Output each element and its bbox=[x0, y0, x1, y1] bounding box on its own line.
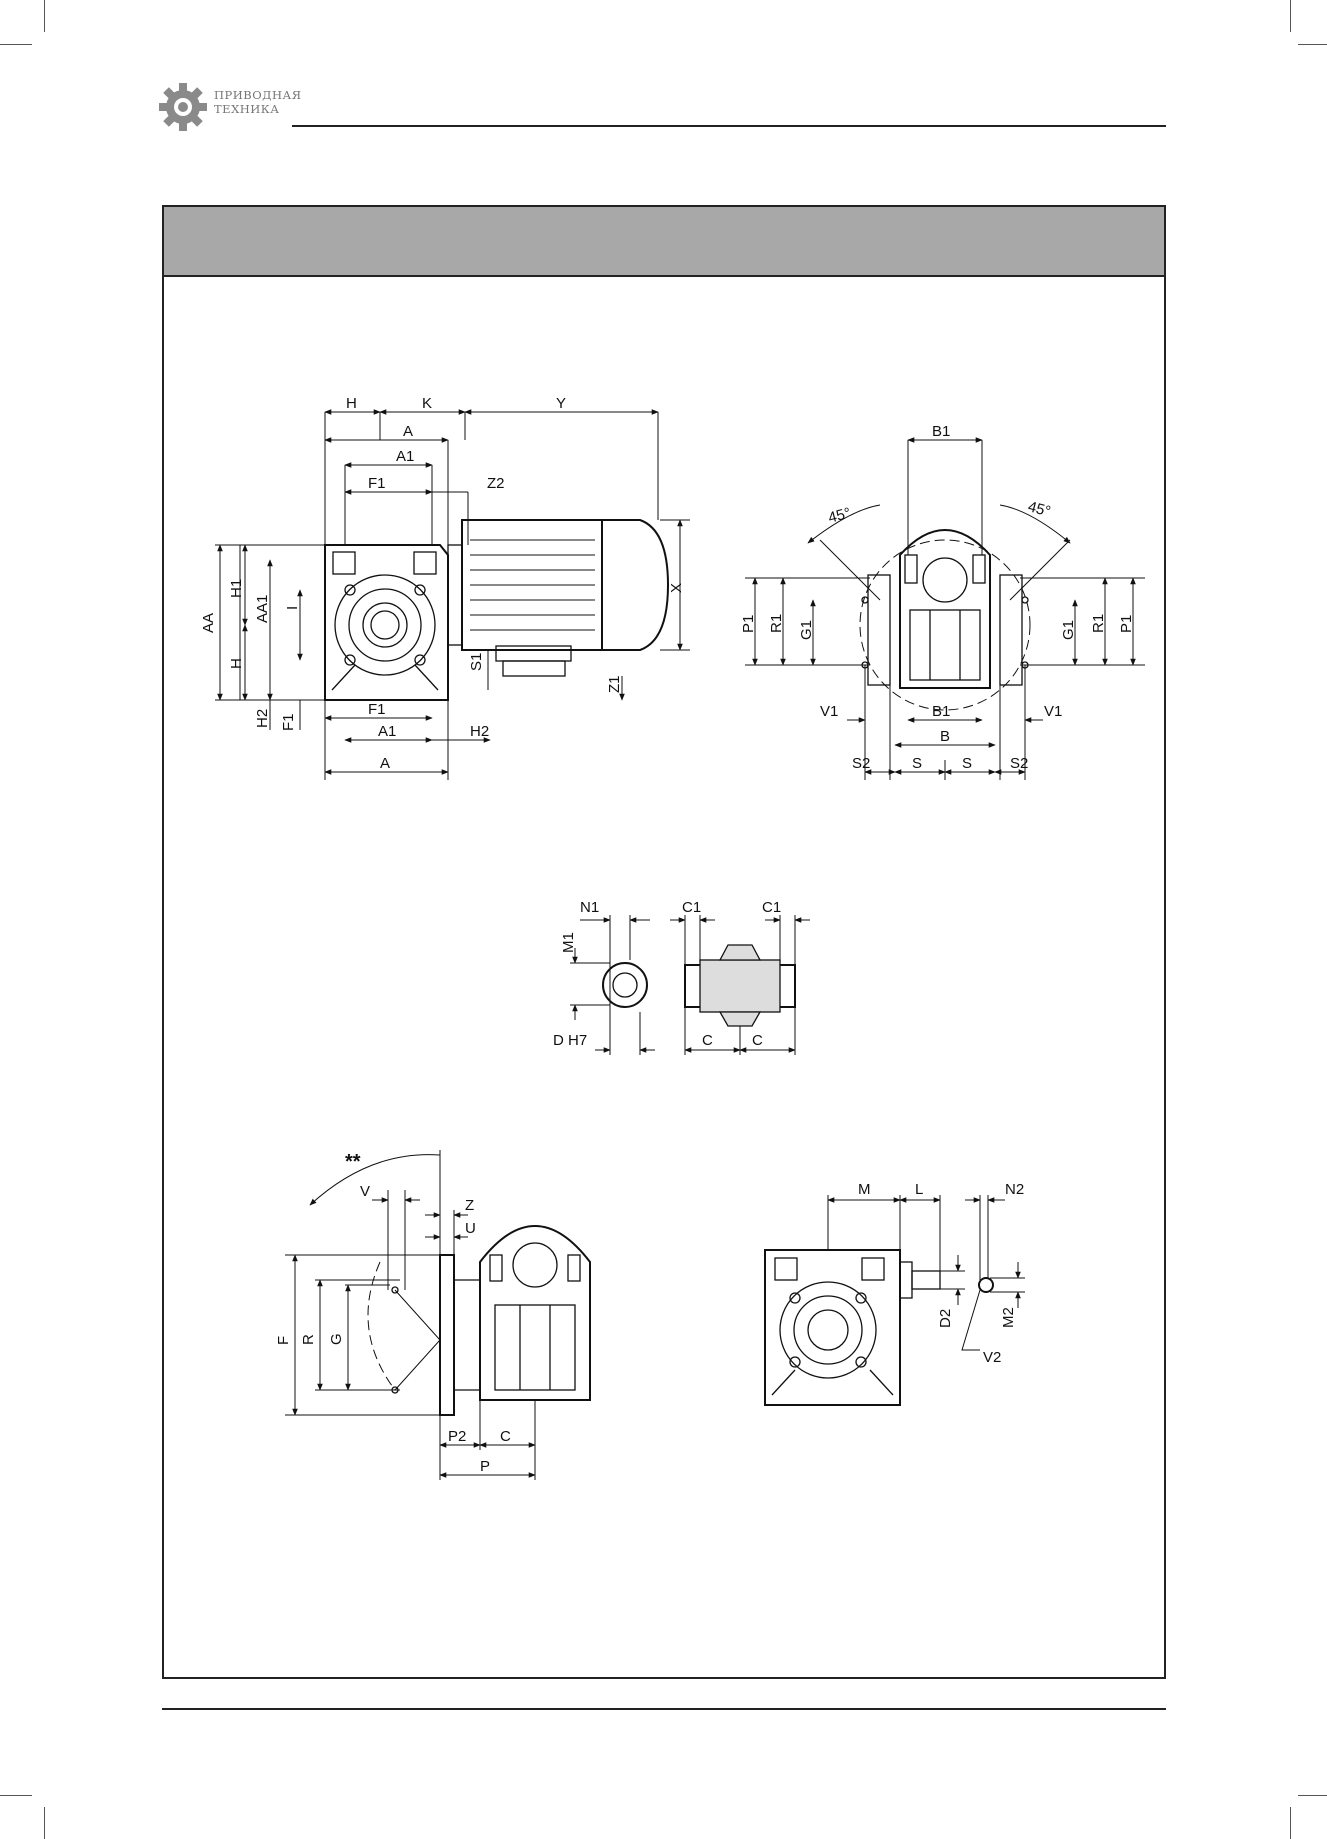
dim-label: U bbox=[465, 1220, 476, 1237]
dim-label: S2 bbox=[852, 755, 870, 772]
crop-mark bbox=[1290, 0, 1291, 32]
dim-label: C1 bbox=[762, 899, 781, 916]
dim-label: A bbox=[403, 423, 413, 440]
dim-label: R1 bbox=[1090, 614, 1107, 633]
dim-label: V2 bbox=[983, 1349, 1001, 1366]
dim-label: V1 bbox=[820, 703, 838, 720]
output-flange-drawing bbox=[285, 1150, 591, 1480]
flange-front-labels: B1 45° 45° P1 R1 G1 G1 R1 P1 V1 B1 V1 B … bbox=[740, 423, 1135, 772]
gearmotor-side-labels: H K Y A A1 F1 Z2 X AA H1 AA1 I H S1 Z1 H… bbox=[200, 395, 685, 772]
dim-label: Z1 bbox=[606, 675, 623, 693]
dim-label: H bbox=[228, 658, 245, 669]
crop-mark bbox=[0, 1795, 32, 1796]
dim-label: X bbox=[668, 583, 685, 593]
drawing-frame bbox=[162, 205, 1166, 1679]
dim-label: H bbox=[346, 395, 357, 412]
dim-label: F bbox=[275, 1336, 292, 1345]
dim-label: B1 bbox=[932, 703, 950, 720]
dim-label: D2 bbox=[937, 1309, 954, 1328]
dim-label: Z bbox=[465, 1197, 474, 1214]
dim-label: S2 bbox=[1010, 755, 1028, 772]
crop-mark bbox=[1298, 44, 1327, 45]
crop-mark bbox=[1290, 1807, 1291, 1839]
dim-label: A bbox=[380, 755, 390, 772]
brand-logo: ПРИВОДНАЯ ТЕХНИКА bbox=[158, 82, 458, 132]
dim-label: G bbox=[328, 1333, 345, 1345]
dim-label: M1 bbox=[560, 932, 577, 953]
input-shaft-drawing bbox=[764, 1195, 1025, 1406]
dim-label: R bbox=[300, 1334, 317, 1345]
hollow-shaft-labels: N1 C1 C1 M1 D H7 C C bbox=[553, 899, 781, 1049]
dim-label: G1 bbox=[798, 620, 815, 640]
dim-label: M2 bbox=[1000, 1307, 1017, 1328]
brand-line-1: ПРИВОДНАЯ bbox=[214, 88, 302, 102]
flange-front-drawing bbox=[745, 437, 1145, 780]
dim-label: 45° bbox=[826, 505, 852, 527]
dim-label: C bbox=[702, 1032, 713, 1049]
dim-label: D H7 bbox=[553, 1032, 587, 1049]
dim-label: H1 bbox=[228, 579, 245, 598]
dim-label: Z2 bbox=[487, 475, 505, 492]
dim-label: C1 bbox=[682, 899, 701, 916]
dim-label: H2 bbox=[470, 723, 489, 740]
dim-label: P1 bbox=[740, 615, 757, 633]
dim-label: H2 bbox=[254, 709, 271, 728]
crop-mark bbox=[44, 1807, 45, 1839]
dim-label: F1 bbox=[368, 475, 386, 492]
dim-label: L bbox=[915, 1181, 923, 1198]
brand-name: ПРИВОДНАЯ ТЕХНИКА bbox=[214, 88, 302, 116]
dim-label: S bbox=[962, 755, 972, 772]
dim-label: C bbox=[752, 1032, 763, 1049]
dim-label: G1 bbox=[1060, 620, 1077, 640]
dim-label: A1 bbox=[378, 723, 396, 740]
dim-label: C bbox=[500, 1428, 511, 1445]
dim-label: S1 bbox=[468, 653, 485, 671]
dim-label: P1 bbox=[1118, 615, 1135, 633]
title-banner bbox=[164, 207, 1164, 277]
dim-label: 45° bbox=[1026, 498, 1052, 520]
dim-label: F1 bbox=[368, 701, 386, 718]
dim-label: V bbox=[360, 1183, 370, 1200]
dim-label: S bbox=[912, 755, 922, 772]
dim-label: A1 bbox=[396, 448, 414, 465]
output-flange-labels: ** V Z U F R G P2 C P bbox=[275, 1151, 511, 1475]
dim-label: P2 bbox=[448, 1428, 466, 1445]
dim-label: N1 bbox=[580, 899, 599, 916]
dim-label: K bbox=[422, 395, 432, 412]
dim-label: AA bbox=[200, 613, 217, 633]
dim-label: Y bbox=[556, 395, 566, 412]
dim-label: N2 bbox=[1005, 1181, 1024, 1198]
input-shaft-labels: M L N2 D2 M2 V2 bbox=[858, 1181, 1024, 1366]
dim-label: V1 bbox=[1044, 703, 1062, 720]
dim-label: B bbox=[940, 728, 950, 745]
dim-label: M bbox=[858, 1181, 871, 1198]
crop-mark bbox=[1298, 1795, 1327, 1796]
crop-mark bbox=[0, 44, 32, 45]
crop-mark bbox=[44, 0, 45, 32]
dim-label: AA1 bbox=[254, 595, 271, 623]
dim-label: F1 bbox=[280, 713, 297, 731]
hollow-shaft-drawing bbox=[570, 915, 810, 1055]
dim-label: B1 bbox=[932, 423, 950, 440]
dim-label: ** bbox=[345, 1151, 361, 1173]
header-rule bbox=[292, 125, 1166, 127]
gearmotor-side-drawing bbox=[215, 409, 690, 780]
dim-label: I bbox=[284, 606, 301, 610]
dim-label: R1 bbox=[768, 614, 785, 633]
brand-line-2: ТЕХНИКА bbox=[214, 102, 280, 116]
gear-icon bbox=[159, 83, 207, 131]
dim-label: P bbox=[480, 1458, 490, 1475]
footer-rule bbox=[162, 1708, 1166, 1710]
